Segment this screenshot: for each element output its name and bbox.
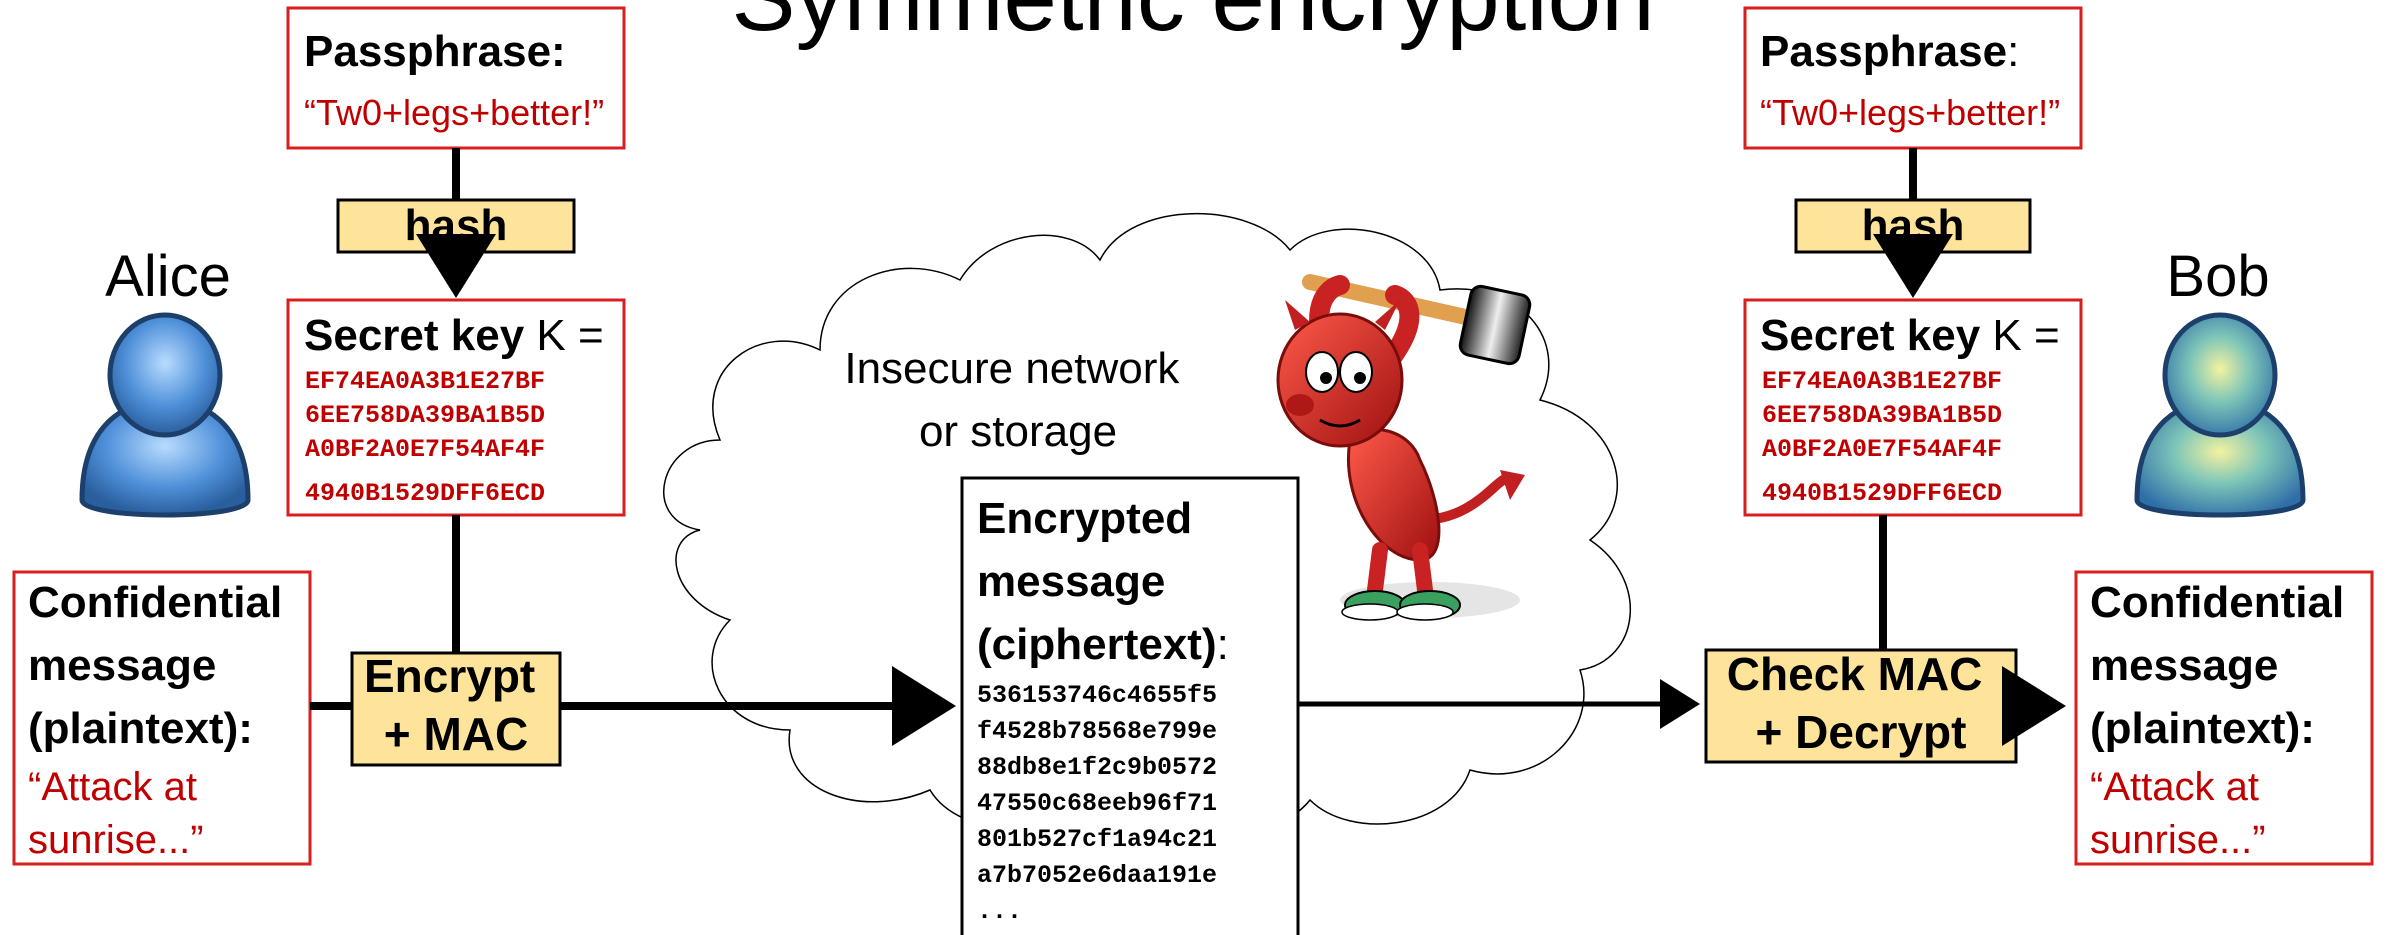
bob-person-icon [2134,312,2306,518]
alice-hash-label: hash [405,201,508,250]
bob-hash-label: hash [1862,201,1965,250]
alice-message-label: Confidential message (plaintext): [28,578,294,753]
diagram-title: Symmetric encryption [732,0,1655,51]
alice-passphrase-label: Passphrase: [304,27,566,76]
bob-message-box [2074,570,2374,866]
alice-key-box [286,298,626,517]
ciphertext-value: 536153746c4655f5 f4528b78568e799e 88db8e… [977,681,1232,926]
check-mac-decrypt-box [1704,648,2018,764]
bob-message-label: Confidential message (plaintext): [2090,578,2356,753]
alice-person-icon [79,312,251,518]
bob-key-label: Secret key K = [1760,311,2060,360]
ciphertext-title: Encrypted message (ciphertext): [977,494,1229,669]
network-label: Insecure network or storage [844,344,1191,456]
daemon-mascot-icon [1276,274,1532,621]
bob-passphrase-value: “Tw0+legs+better!” [1760,92,2060,133]
alice-key-label: Secret key K = [304,311,604,360]
alice-name: Alice [105,244,231,309]
bob-key-box [1743,298,2083,517]
alice-message-value: “Attack at sunrise...” [28,765,208,862]
bob-key-value: EF74EA0A3B1E27BF 6EE758DA39BA1B5D A0BF2A… [1762,367,2017,508]
bob-passphrase-label: Passphrase: [1760,27,2019,76]
alice-key-value: EF74EA0A3B1E27BF 6EE758DA39BA1B5D A0BF2A… [305,367,560,508]
encrypt-mac-label: Encrypt + MAC [364,650,548,760]
check-mac-decrypt-label: Check MAC + Decrypt [1727,648,1995,758]
bob-name: Bob [2166,244,2269,309]
ciphertext-box [960,476,1300,935]
encrypt-mac-box [350,651,562,767]
alice-passphrase-box [286,6,626,150]
alice-message-box [12,570,312,866]
alice-passphrase-value: “Tw0+legs+better!” [304,92,604,133]
bob-message-value: “Attack at sunrise...” [2090,765,2270,862]
